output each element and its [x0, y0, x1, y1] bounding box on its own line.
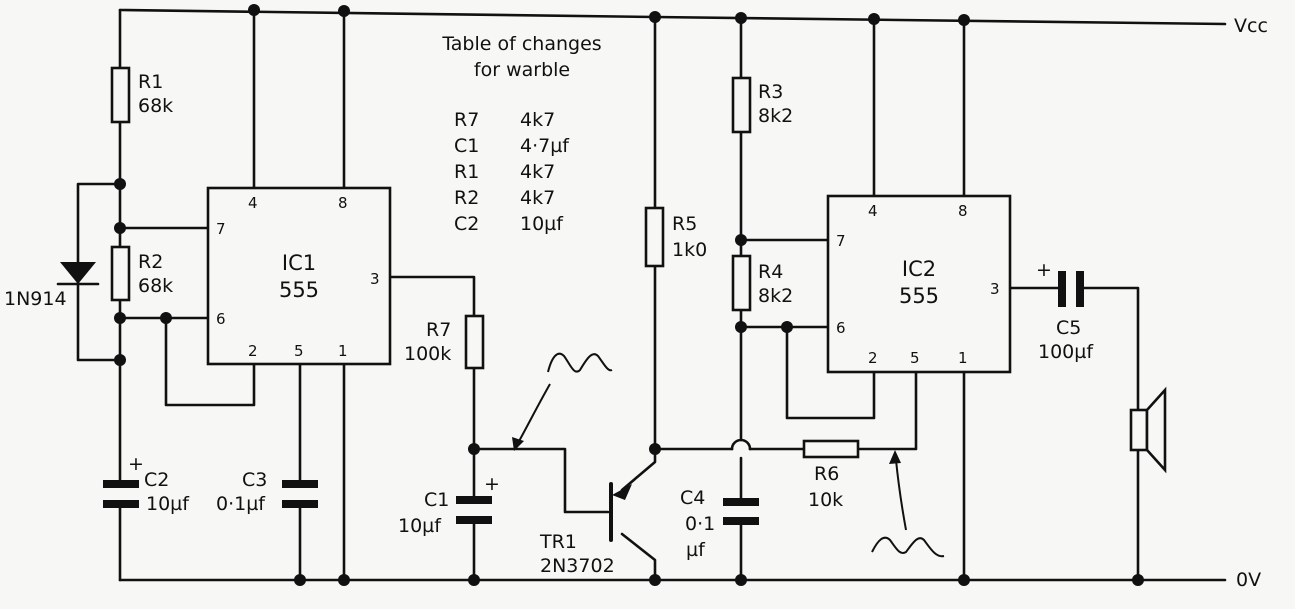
c2-value: 10µf [146, 493, 190, 515]
c2-polarity: + [128, 453, 144, 475]
r5-name: R5 [672, 213, 697, 235]
c3-capacitor [282, 480, 318, 508]
r4-name: R4 [758, 261, 783, 283]
ic1-type: 555 [279, 278, 319, 302]
c5-polarity: + [1036, 259, 1052, 281]
speaker-icon [1129, 386, 1167, 474]
ic2-name: IC2 [902, 257, 936, 281]
c2-name: C2 [144, 469, 169, 491]
tr1-name: TR1 [539, 531, 577, 553]
r2-name: R2 [138, 251, 163, 273]
vcc-rail [118, 8, 1227, 26]
tr1-type: 2N3702 [540, 555, 615, 577]
table-row-value: 4k7 [520, 161, 555, 183]
ic2-chip [826, 194, 1012, 374]
r7-resistor [464, 314, 485, 370]
r1-resistor [110, 66, 131, 124]
timing2-wires [739, 16, 876, 582]
ic2-pin7: 7 [836, 232, 846, 250]
table-title-line2: for warble [474, 59, 570, 81]
c3-name: C3 [242, 469, 267, 491]
ic2-pin3: 3 [990, 280, 1000, 298]
ground-label: 0V [1236, 569, 1261, 591]
c3-value: 0·1µf [216, 493, 266, 515]
ic1-pin6: 6 [216, 310, 226, 328]
c1-capacitor [456, 496, 492, 524]
ic1-name: IC1 [282, 251, 316, 275]
r6-resistor [802, 439, 860, 459]
r1-name: R1 [138, 71, 163, 93]
table-row-part: R7 [454, 109, 479, 131]
c4-value-line1: 0·1 [685, 513, 715, 535]
table-row-value: 10µf [520, 213, 564, 235]
c4-value-line2: µf [686, 539, 706, 561]
c1-value: 10µf [398, 515, 442, 537]
r4-resistor [731, 254, 752, 312]
ic2-pin1: 1 [958, 349, 968, 367]
ic2-pin4: 4 [868, 202, 878, 220]
ic1-pin1: 1 [338, 342, 348, 360]
ic2-pin6: 6 [836, 319, 846, 337]
c2-capacitor [103, 480, 139, 508]
r4-value: 8k2 [758, 285, 793, 307]
ic2-type: 555 [899, 284, 939, 308]
ic1-pin5: 5 [294, 342, 304, 360]
ic2-wires [872, 17, 1140, 582]
r6-name: R6 [814, 463, 839, 485]
vcc-label: Vcc [1234, 15, 1268, 37]
ic1-wires [252, 8, 610, 582]
tr1-wires [620, 15, 918, 582]
c1-name: C1 [424, 489, 449, 511]
r3-resistor [731, 76, 752, 134]
ic2-pin8: 8 [958, 202, 968, 220]
ic1-pin7: 7 [216, 220, 226, 238]
table-row-part: C1 [454, 135, 479, 157]
ic1-pin3: 3 [370, 270, 380, 288]
c4-capacitor [723, 498, 759, 525]
diode-1n914 [56, 262, 100, 286]
r6-value: 10k [808, 489, 843, 511]
diode-label: 1N914 [4, 288, 67, 310]
r3-name: R3 [758, 81, 783, 103]
r1-value: 68k [138, 95, 173, 117]
table-title-line1: Table of changes [441, 33, 601, 55]
c5-value: 100µf [1038, 341, 1094, 363]
ic2-pin2: 2 [868, 349, 878, 367]
waveform-triangle-2 [871, 536, 945, 558]
tr1-transistor [609, 482, 632, 542]
c5-capacitor [1058, 271, 1084, 307]
r7-name: R7 [426, 319, 451, 341]
r2-resistor [110, 245, 131, 302]
changes-table: Table of changes for warble R7 4k7 C1 4·… [441, 33, 601, 235]
c1-polarity: + [484, 473, 500, 495]
r5-value: 1k0 [672, 239, 707, 261]
r2-value: 68k [138, 275, 173, 297]
table-row-part: C2 [454, 213, 479, 235]
table-row-value: 4k7 [520, 109, 555, 131]
ic1-pin4: 4 [248, 194, 258, 212]
waveform-triangle-1 [547, 352, 613, 373]
junction-dots [114, 4, 1144, 586]
waveform-arrow-1 [512, 383, 551, 451]
c4-name: C4 [680, 487, 705, 509]
r5-resistor [644, 206, 665, 268]
ic1-pin2: 2 [248, 342, 258, 360]
ic1-chip [206, 186, 392, 366]
waveform-arrow-2 [889, 450, 907, 531]
table-row-value: 4·7µf [520, 135, 570, 157]
table-row-part: R1 [454, 161, 479, 183]
table-row-part: R2 [454, 187, 479, 209]
table-row-value: 4k7 [520, 187, 555, 209]
ic1-pin8: 8 [338, 194, 348, 212]
r7-value: 100k [404, 343, 451, 365]
ic2-pin5: 5 [910, 349, 920, 367]
r3-value: 8k2 [758, 105, 793, 127]
c5-name: C5 [1056, 317, 1081, 339]
